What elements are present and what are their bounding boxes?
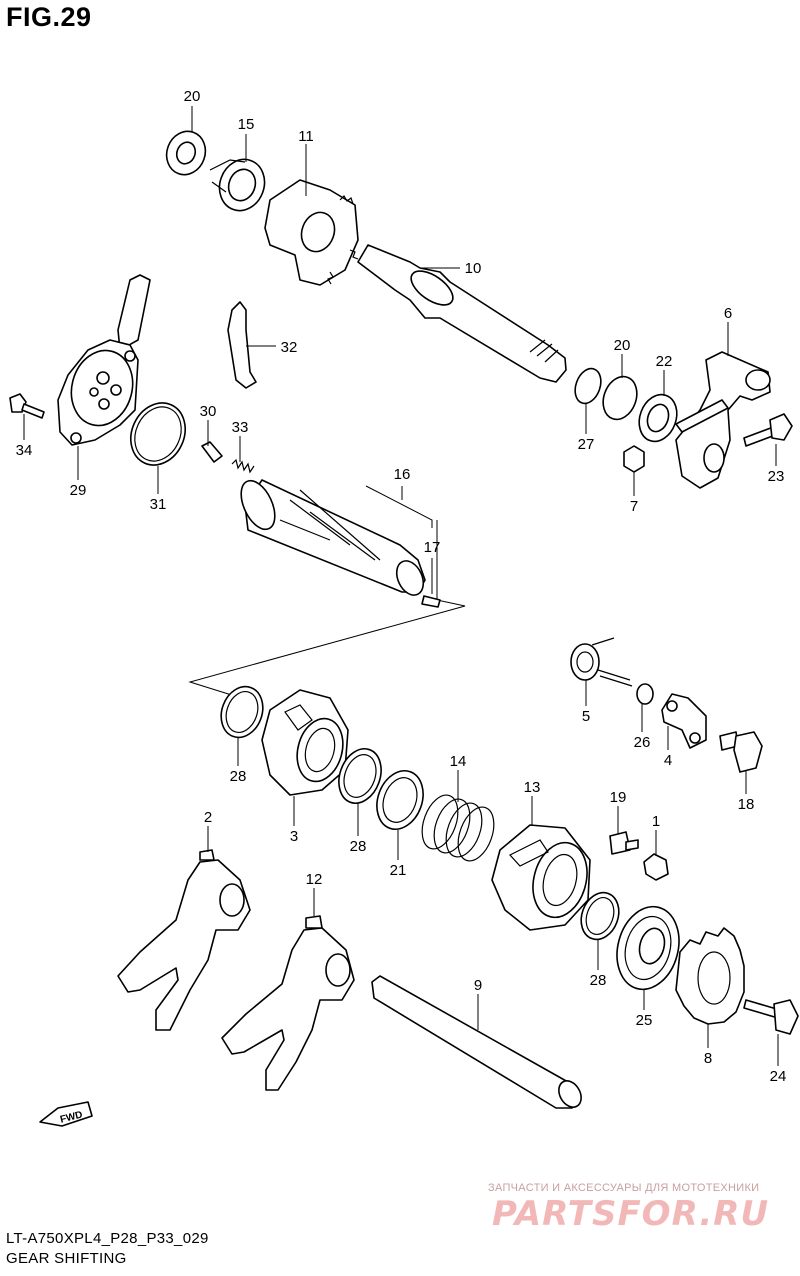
diagram-caption: GEAR SHIFTING (6, 1250, 127, 1267)
part-32-clip[interactable] (227, 301, 257, 389)
fwd-label: FWD (59, 1109, 84, 1125)
callout-28-center: 28 (350, 838, 367, 855)
part-30-pin[interactable] (201, 441, 223, 463)
callout-31: 31 (150, 496, 167, 513)
part-3-gear-coupling[interactable] (261, 689, 350, 796)
callout-7: 7 (630, 498, 638, 515)
callout-9: 9 (474, 977, 482, 994)
callout-2: 2 (204, 809, 212, 826)
leader-lines (23, 106, 779, 1066)
part-15-spring[interactable] (209, 153, 272, 217)
part-1-nut[interactable] (643, 853, 669, 881)
part-27-circlip[interactable] (571, 365, 606, 407)
part-9-fork-shaft[interactable] (371, 975, 586, 1111)
part-10-gearshift-shaft[interactable] (357, 244, 567, 383)
watermark-tagline: ЗАПЧАСТИ И АКСЕССУАРЫ ДЛЯ МОТОТЕХНИКИ (488, 1182, 760, 1194)
part-18-bolt[interactable] (719, 731, 763, 773)
part-28-circlip-right[interactable] (575, 887, 625, 944)
part-12-shift-fork[interactable] (221, 915, 355, 1091)
callout-6: 6 (724, 305, 732, 322)
part-25-bearing[interactable] (608, 900, 688, 997)
callout-28-left: 28 (230, 768, 247, 785)
callout-23: 23 (768, 468, 785, 485)
part-8-gear[interactable] (675, 927, 745, 1025)
part-26-washer[interactable] (636, 683, 654, 705)
part-2-shift-fork[interactable] (117, 849, 251, 1031)
part-17-pin[interactable] (421, 595, 441, 608)
part-6-shift-linkage[interactable] (675, 351, 771, 489)
watermark-logo: PARTSFOR.RU (492, 1194, 770, 1234)
part-19-bolt[interactable] (609, 831, 639, 855)
callout-27: 27 (578, 436, 595, 453)
callout-34: 34 (16, 442, 33, 459)
callout-32: 32 (281, 339, 298, 356)
part-7-nut[interactable] (623, 445, 645, 473)
callout-33: 33 (232, 419, 249, 436)
part-16-gearshift-cam[interactable] (234, 476, 428, 600)
callout-26: 26 (634, 734, 651, 751)
part-23-bolt[interactable] (743, 413, 793, 447)
callout-30: 30 (200, 403, 217, 420)
callout-25: 25 (636, 1012, 653, 1029)
callout-17: 17 (424, 539, 441, 556)
callout-18: 18 (738, 796, 755, 813)
part-28-circlip-center[interactable] (332, 743, 389, 809)
part-4-lever[interactable] (661, 693, 707, 749)
callout-13: 13 (524, 779, 541, 796)
assembly-reference-line (188, 520, 466, 698)
callout-3: 3 (290, 828, 298, 845)
callout-4: 4 (664, 752, 672, 769)
callout-5: 5 (582, 708, 590, 725)
callout-14: 14 (450, 753, 467, 770)
part-14-spring[interactable] (415, 790, 500, 866)
callout-22: 22 (656, 353, 673, 370)
part-28-circlip-left[interactable] (214, 681, 269, 744)
callout-12: 12 (306, 871, 323, 888)
callout-29: 29 (70, 482, 87, 499)
callout-21: 21 (390, 862, 407, 879)
callout-1: 1 (652, 813, 660, 830)
callout-20-top: 20 (184, 88, 201, 105)
callout-15: 15 (238, 116, 255, 133)
part-22-bearing[interactable] (633, 389, 683, 446)
callout-8: 8 (704, 1050, 712, 1067)
part-24-bolt[interactable] (743, 999, 799, 1035)
part-20-washer-top[interactable] (161, 126, 212, 180)
fwd-arrow-icon: FWD (39, 1101, 93, 1127)
callout-10: 10 (465, 260, 482, 277)
callout-11: 11 (298, 128, 314, 145)
part-11-shift-arm[interactable] (264, 179, 359, 286)
callout-19: 19 (610, 789, 627, 806)
callout-16: 16 (394, 466, 411, 483)
model-code: LT-A750XPL4_P28_P33_029 (6, 1230, 209, 1247)
callout-28-right: 28 (590, 972, 607, 989)
part-33-spring[interactable] (231, 458, 255, 474)
part-20-washer-right[interactable] (597, 372, 642, 424)
part-29-cover[interactable] (57, 274, 151, 446)
figure-title: FIG.29 (6, 2, 92, 32)
part-5-return-spring[interactable] (570, 637, 633, 687)
part-34-bolt[interactable] (9, 393, 45, 419)
callout-20-right: 20 (614, 337, 631, 354)
callout-24: 24 (770, 1068, 787, 1085)
part-31-o-ring[interactable] (121, 394, 195, 474)
part-21-washer[interactable] (369, 764, 431, 835)
part-13-coupling[interactable] (491, 824, 595, 931)
